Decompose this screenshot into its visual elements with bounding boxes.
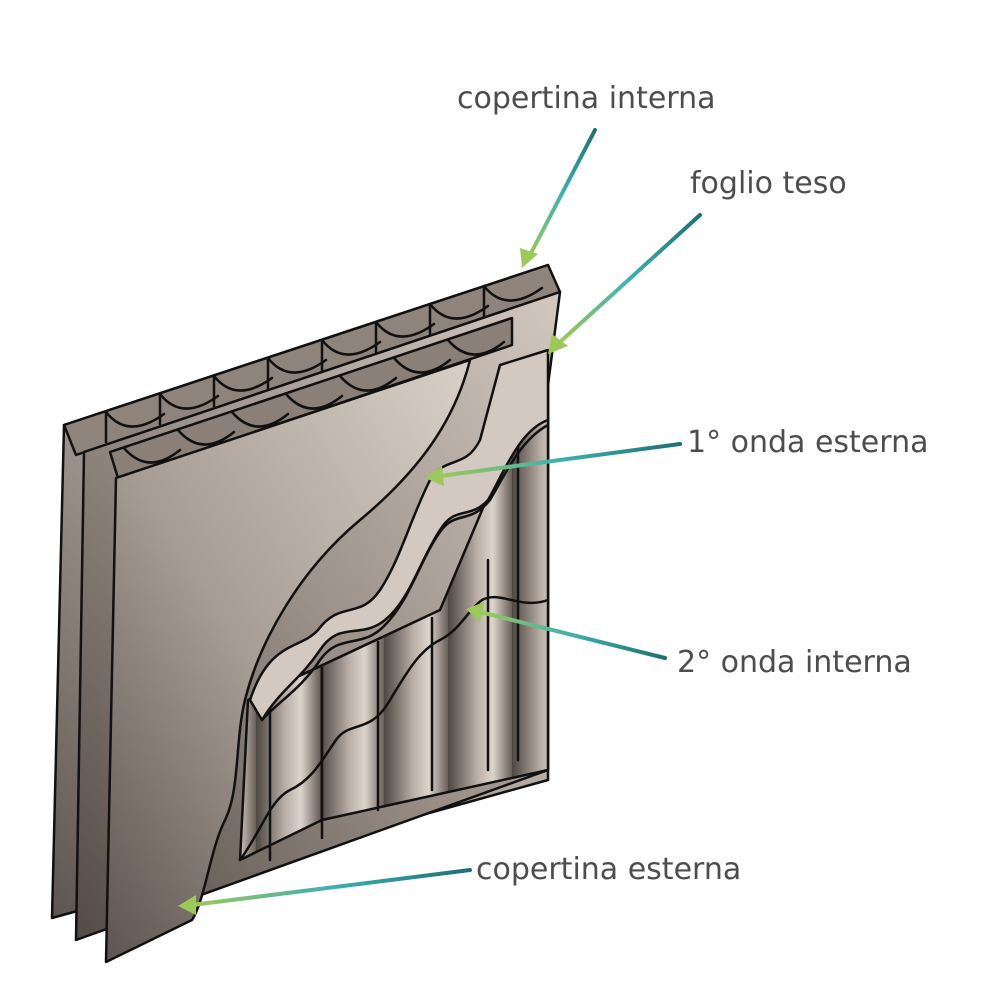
arrow-inner-flute bbox=[466, 602, 667, 660]
arrow-medium bbox=[548, 213, 702, 354]
exposed-flutes bbox=[238, 416, 550, 862]
outer-liner-sheet bbox=[104, 358, 472, 964]
outer-flute-edge bbox=[248, 348, 550, 722]
arrow-outer-liner bbox=[178, 868, 472, 915]
label-inner-liner: copertina interna bbox=[457, 81, 716, 116]
lower-flute-ridge bbox=[108, 316, 514, 480]
arrow-outer-flute bbox=[425, 442, 682, 486]
label-outer-liner: copertina esterna bbox=[476, 852, 741, 887]
label-inner-flute: 2° onda interna bbox=[677, 645, 912, 680]
label-outer-flute: 1° onda esterna bbox=[687, 425, 928, 460]
label-medium: foglio teso bbox=[690, 166, 847, 201]
arrow-inner-liner bbox=[520, 128, 597, 268]
inner-flute-edge bbox=[238, 595, 550, 862]
